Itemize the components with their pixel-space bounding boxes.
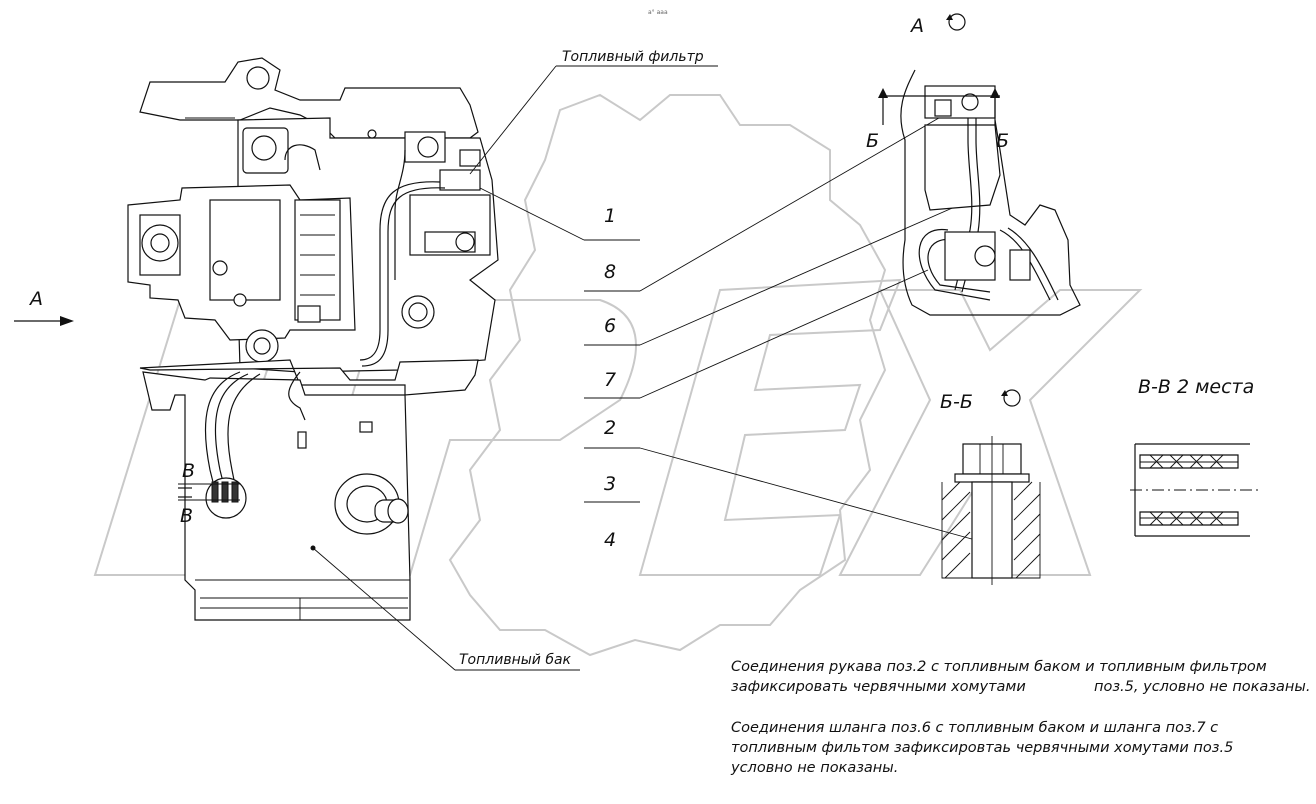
sheet-stamp: а° ааа: [648, 9, 668, 16]
position-number: 6: [604, 315, 616, 337]
note2-line1: Соединения шланга поз.6 с топливным бако…: [731, 720, 1218, 736]
notes: Соединения рукава поз.2 с топливным бако…: [730, 659, 1310, 776]
position-number: 1: [604, 205, 616, 227]
section-bb-detail: Б-Б: [940, 389, 1041, 585]
view-a-arrow-label: А: [28, 288, 43, 310]
note1-line2b: поз.5, условно не показаны.: [1094, 679, 1310, 695]
main-assembly: [127, 57, 499, 621]
view-a-title: А: [909, 15, 924, 37]
position-callouts: 1 8 6 7 2 3 4: [479, 114, 991, 551]
section-b-left-label: Б: [866, 130, 879, 152]
position-number: 7: [604, 369, 616, 391]
fuel-filter-label: Топливный фильтр: [562, 49, 704, 65]
note2-line3: условно не показаны.: [730, 760, 898, 776]
view-a-detail: А Б Б: [866, 13, 1081, 316]
position-number: 4: [604, 529, 616, 551]
fuel-tank-callout: Топливный бак: [312, 547, 580, 671]
hatching: [941, 481, 1041, 579]
section-b-right-label: Б: [996, 130, 1009, 152]
position-number: 2: [604, 417, 616, 439]
section-v-upper-label: В: [182, 460, 195, 482]
fuel-tank-label: Топливный бак: [459, 652, 572, 668]
position-number: 8: [604, 261, 616, 283]
cross-hatch: [1149, 454, 1224, 526]
section-v-lower-label: В: [180, 505, 193, 527]
section-vv-title: В-В 2 места: [1138, 376, 1254, 398]
section-v-markers: В В: [178, 460, 195, 527]
section-vv-detail: В-В 2 места: [1130, 376, 1260, 537]
section-bb-title: Б-Б: [940, 391, 973, 413]
fuel-filter-callout: Топливный фильтр: [469, 49, 718, 175]
note2-line2: топливным фильтом зафиксировтаь червячны…: [731, 740, 1233, 756]
position-number: 3: [604, 473, 616, 495]
note1-line1: Соединения рукава поз.2 с топливным бако…: [731, 659, 1267, 675]
note1-line2a: зафиксировать червячными хомутами: [731, 679, 1026, 695]
view-a-indicator: А: [14, 288, 74, 326]
